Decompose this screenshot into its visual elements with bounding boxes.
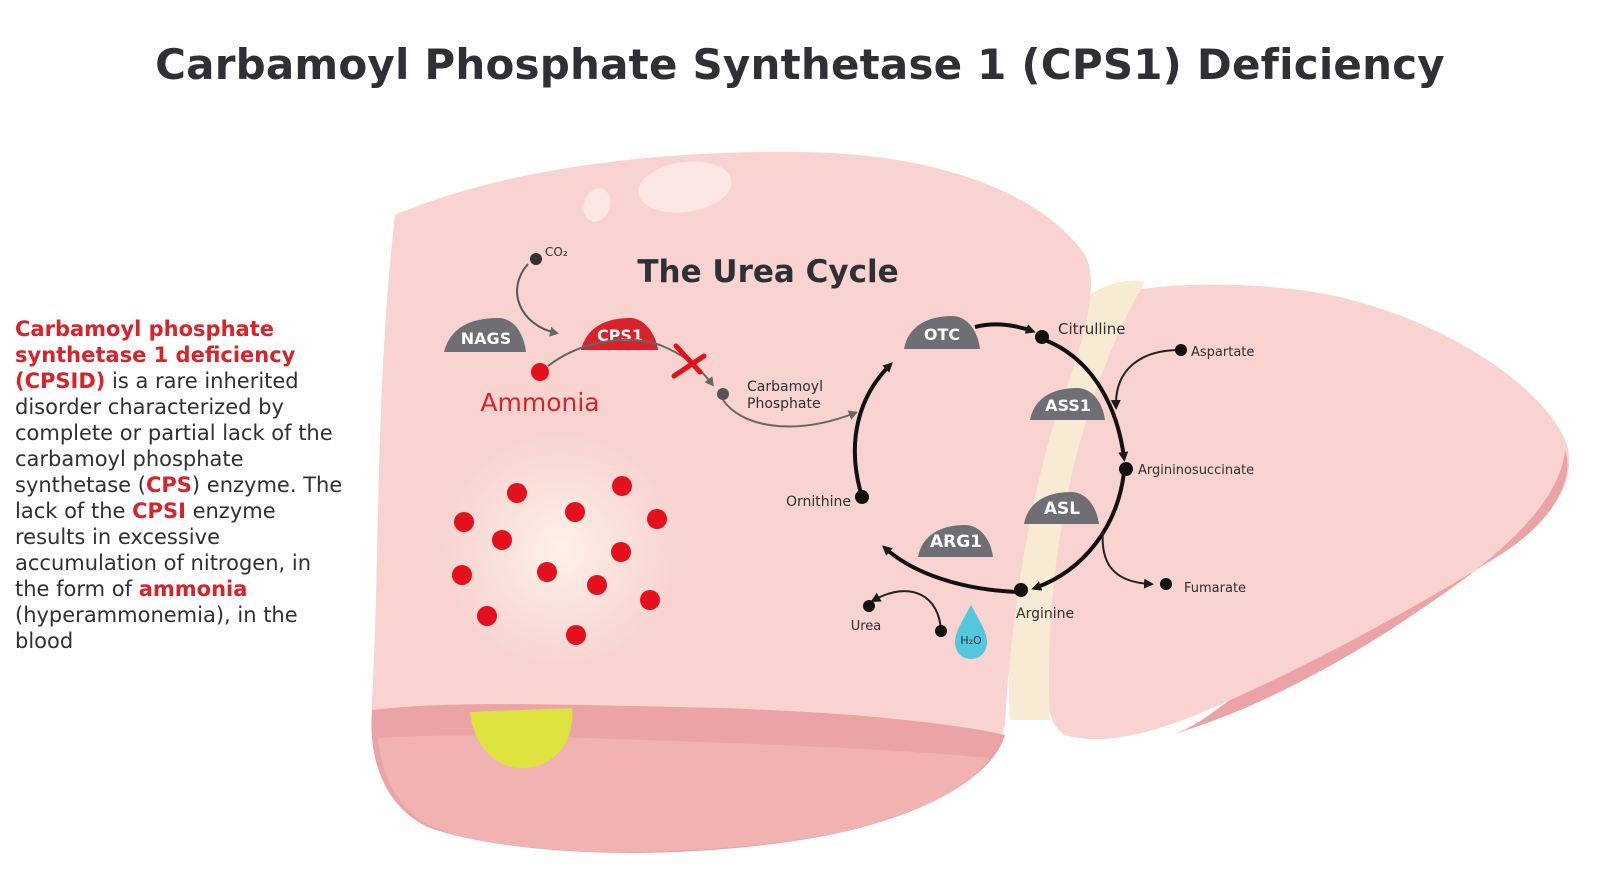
urea-label: Urea xyxy=(851,619,882,634)
liver-right-lobe xyxy=(1042,284,1570,740)
citrulline-node xyxy=(1035,330,1049,344)
ammonia-particles xyxy=(452,476,667,645)
otc-enzyme xyxy=(904,316,980,349)
description-text: Carbamoyl phosphate synthetase 1 deficie… xyxy=(15,316,350,654)
cycle-arc-ornithine-otc xyxy=(852,362,893,498)
description-highlight-ammonia: ammonia xyxy=(138,577,248,601)
ammonia-particle xyxy=(477,606,497,626)
urea-cycle-ring xyxy=(852,322,1129,594)
ammonia-particle xyxy=(587,575,607,595)
carbamoyl-label-line2: Phosphate xyxy=(747,396,821,412)
description-text-4: (hyperammonemia), in the blood xyxy=(15,603,298,653)
arginine-node xyxy=(1014,583,1028,597)
aspartate-node xyxy=(1175,344,1187,356)
arginine-label: Arginine xyxy=(1016,606,1074,622)
ass1-enzyme xyxy=(1030,388,1105,420)
arg1-enzyme xyxy=(918,525,993,557)
otc-label: OTC xyxy=(924,325,960,344)
side-branches xyxy=(870,349,1181,633)
citrulline-label: Citrulline xyxy=(1058,320,1125,338)
blocked-x-icon xyxy=(671,343,707,379)
ammonia-particle xyxy=(492,530,512,550)
water-drop-icon xyxy=(955,605,987,659)
carbamoyl-to-cycle-arrow xyxy=(722,399,858,428)
argininosuccinate-node xyxy=(1119,462,1133,476)
ornithine-label: Ornithine xyxy=(786,494,851,510)
co2-arrow xyxy=(516,263,559,337)
urea-node xyxy=(863,600,875,612)
co2-label: CO₂ xyxy=(545,245,568,259)
aspartate-arrow xyxy=(1110,349,1181,410)
description-highlight-cps: CPS xyxy=(145,473,192,497)
carbamoyl-label-line1: Carbamoyl xyxy=(747,379,823,395)
cycle-nodes xyxy=(855,330,1187,637)
ammonia-node xyxy=(531,363,549,381)
ammonia-particle xyxy=(507,483,527,503)
ornithine-node xyxy=(855,490,869,504)
cycle-enzymes: OTC ASS1 ASL ARG1 xyxy=(904,316,1105,557)
ammonia-particle xyxy=(611,542,631,562)
cycle-arc-otc-citrulline xyxy=(974,322,1036,334)
fumarate-label: Fumarate xyxy=(1184,581,1246,596)
ammonia-particle xyxy=(454,512,474,532)
h2o-label: H₂O xyxy=(960,634,982,647)
description-text-3: enzyme results in excessive accumulation… xyxy=(15,499,312,601)
asl-enzyme xyxy=(1024,492,1099,524)
description-text-1: is a rare inherited disorder characteriz… xyxy=(15,369,333,497)
ammonia-particle xyxy=(452,565,472,585)
ammonia-particle xyxy=(565,502,585,522)
description-text-2: ) enzyme. The lack of the xyxy=(15,473,343,523)
cycle-arc-arginine-ornithine xyxy=(882,545,1019,594)
ammonia-particle xyxy=(640,590,660,610)
liver-left-lobe-bottom-light xyxy=(378,735,990,852)
urea-arrow xyxy=(870,590,942,633)
h2o-node xyxy=(935,625,947,637)
ass1-label: ASS1 xyxy=(1045,396,1091,415)
description-highlight-cpsid: Carbamoyl phosphate synthetase 1 deficie… xyxy=(15,317,296,393)
co2-node xyxy=(530,253,542,265)
gallbladder xyxy=(470,708,573,769)
ammonia-particle xyxy=(647,509,667,529)
liver-highlight xyxy=(638,161,732,213)
urea-cycle-title: The Urea Cycle xyxy=(637,254,898,290)
aspartate-label: Aspartate xyxy=(1191,345,1254,360)
ammonia-glow xyxy=(440,430,680,670)
cycle-arc-argininosuccinate-arginine xyxy=(1031,471,1126,591)
fumarate-node xyxy=(1160,578,1172,590)
nags-enzyme xyxy=(444,318,526,352)
liver-ligament xyxy=(1008,280,1145,720)
entry-pathway: CO₂ NAGS CPS1 Ammonia Carbamoyl Phosphat… xyxy=(444,245,858,428)
liver-left-lobe xyxy=(371,151,1091,851)
ammonia-particle xyxy=(537,562,557,582)
ammonia-label: Ammonia xyxy=(480,388,599,417)
carbamoyl-phosphate-node xyxy=(717,388,729,400)
page-title: Carbamoyl Phosphate Synthetase 1 (CPS1) … xyxy=(155,40,1445,89)
arg1-label: ARG1 xyxy=(930,532,982,552)
fumarate-arrow xyxy=(1101,529,1154,589)
asl-label: ASL xyxy=(1044,499,1080,519)
cycle-arc-citrulline-argininosuccinate xyxy=(1044,338,1129,462)
nags-label: NAGS xyxy=(461,329,511,348)
description-highlight-cpsi: CPSI xyxy=(132,499,186,523)
liver-highlight-small xyxy=(583,188,611,222)
ammonia-particle xyxy=(612,476,632,496)
argininosuccinate-label: Argininosuccinate xyxy=(1138,463,1254,478)
ammonia-particle xyxy=(566,625,586,645)
